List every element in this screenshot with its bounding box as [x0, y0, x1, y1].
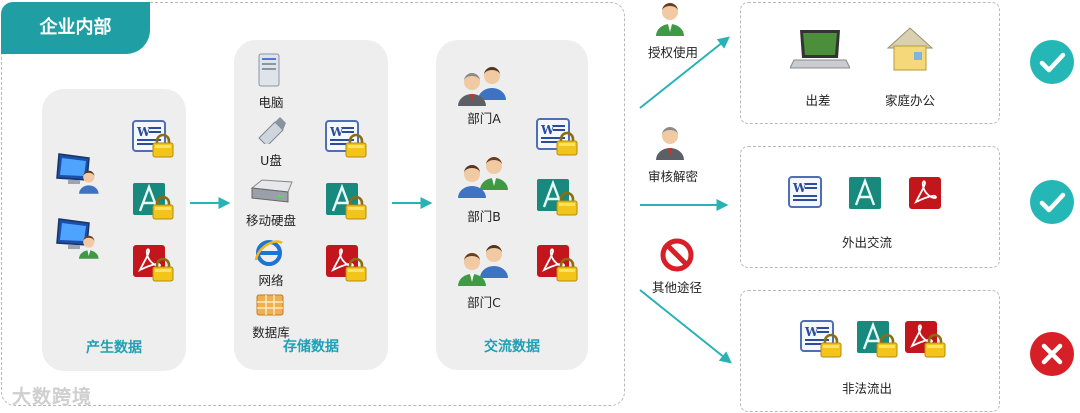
arrow-to-travel	[639, 36, 730, 109]
path-audit-label: 审核解密	[647, 169, 698, 184]
store-item-usb: U盘	[260, 153, 282, 168]
dept-b-label: 部门B	[467, 209, 501, 224]
user-icon	[656, 127, 684, 160]
usb-icon	[258, 117, 286, 144]
ie-icon	[254, 240, 283, 266]
laptop-icon	[790, 30, 850, 69]
hdd-icon	[250, 179, 293, 203]
store-item-db: 数据库	[252, 325, 290, 340]
dest-home-label: 家庭办公	[884, 93, 935, 108]
panel-store-title: 存储数据	[283, 339, 339, 355]
check-icon	[1030, 40, 1074, 84]
server-icon	[258, 53, 280, 87]
pdf-icon	[908, 176, 942, 210]
path-authorized-label: 授权使用	[647, 45, 698, 60]
dept-a-label: 部门A	[467, 111, 501, 126]
enterprise-boundary	[1, 2, 625, 406]
check-icon	[1030, 180, 1074, 224]
dest-external-label: 外出交流	[841, 235, 892, 250]
pdf-icon	[904, 320, 946, 359]
arrow-to-illegal	[639, 289, 732, 364]
cross-icon	[1030, 332, 1074, 376]
store-item-hdd: 移动硬盘	[245, 213, 296, 228]
autocad-icon	[848, 176, 883, 211]
house-icon	[886, 27, 934, 71]
dest-travel-box	[740, 2, 1000, 124]
panel-exchange-title: 交流数据	[484, 339, 540, 355]
dept-c-label: 部门C	[467, 295, 501, 310]
dest-business-label: 出差	[805, 93, 831, 108]
enterprise-tab: 企业内部	[1, 2, 150, 54]
database-icon	[256, 294, 284, 316]
watermark: 大数跨境	[12, 386, 93, 408]
word-icon	[788, 176, 822, 208]
path-other-label: 其他途径	[651, 280, 702, 295]
word-icon	[800, 320, 842, 359]
user-icon	[656, 3, 684, 36]
autocad-icon	[856, 320, 898, 359]
store-item-pc: 电脑	[258, 95, 284, 110]
store-item-net: 网络	[258, 273, 284, 288]
forbidden-icon	[660, 238, 694, 272]
panel-produce-title: 产生数据	[86, 340, 142, 356]
dest-illegal-label: 非法流出	[841, 381, 892, 396]
